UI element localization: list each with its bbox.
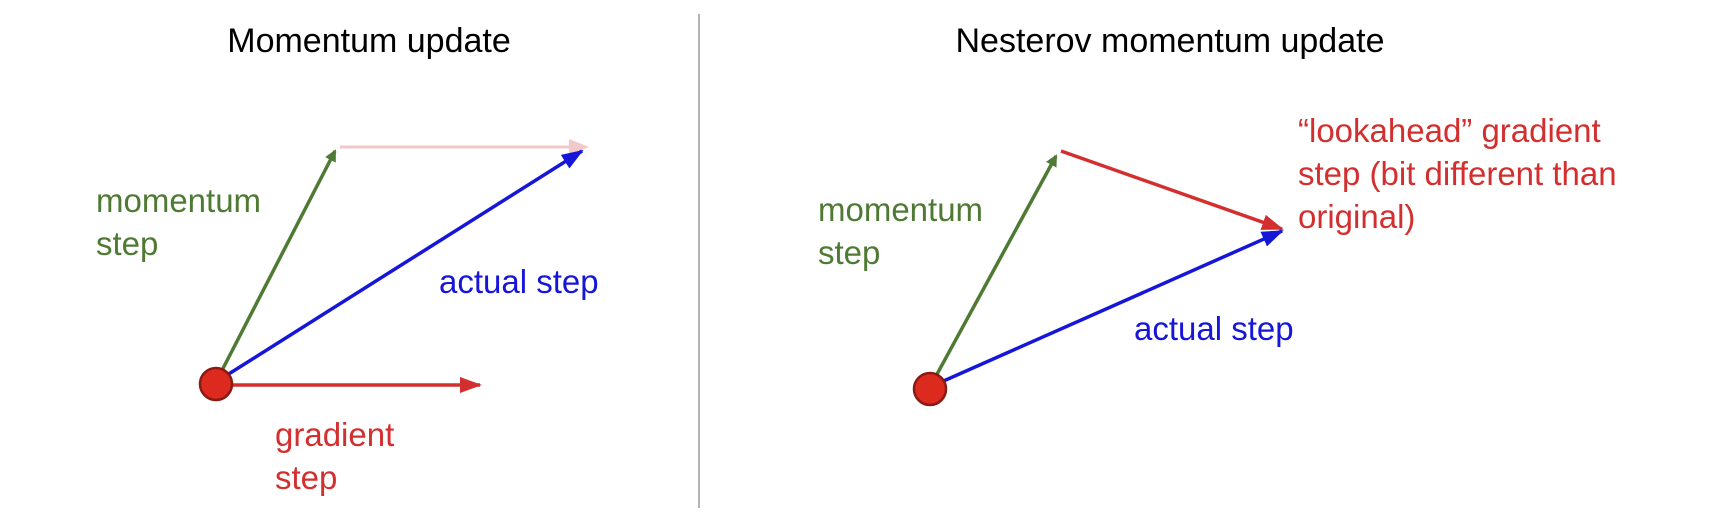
- start-point: [198, 366, 234, 402]
- left-momentum-label-line: momentum: [96, 182, 261, 219]
- right-momentum-label-line: step: [818, 234, 880, 271]
- right-actual-step-label: actual step: [1134, 310, 1294, 347]
- left-gradient-label-line: gradient: [275, 416, 394, 453]
- lookahead-label-line: original): [1298, 198, 1415, 235]
- momentum-step-arrow: [214, 149, 337, 383]
- left-panel-title: Momentum update: [227, 22, 511, 60]
- right-panel: Nesterov momentum update momentum step a…: [818, 22, 1626, 407]
- actual-step-arrow: [215, 149, 584, 384]
- nesterov-start-point: [912, 371, 948, 407]
- lookahead-label-line: “lookahead” gradient: [1298, 112, 1601, 149]
- left-actual-step-label: actual step: [439, 263, 599, 300]
- lookahead-label-line: step (bit different than: [1298, 155, 1617, 192]
- left-momentum-label-line: step: [96, 225, 158, 262]
- left-gradient-label-line: step: [275, 459, 337, 496]
- right-panel-title: Nesterov momentum update: [956, 22, 1385, 60]
- left-gradient-label: gradient step: [275, 416, 403, 496]
- right-momentum-label-line: momentum: [818, 191, 983, 228]
- lookahead-gradient-arrow: [1060, 149, 1284, 231]
- right-momentum-label: momentum step: [818, 191, 992, 271]
- left-momentum-label: momentum step: [96, 182, 270, 262]
- lookahead-label: “lookahead” gradient step (bit different…: [1298, 112, 1626, 235]
- nesterov-momentum-step-arrow: [928, 154, 1058, 388]
- left-panel: Momentum update momentum step actual ste…: [96, 22, 599, 496]
- nesterov-actual-step-arrow: [929, 229, 1284, 389]
